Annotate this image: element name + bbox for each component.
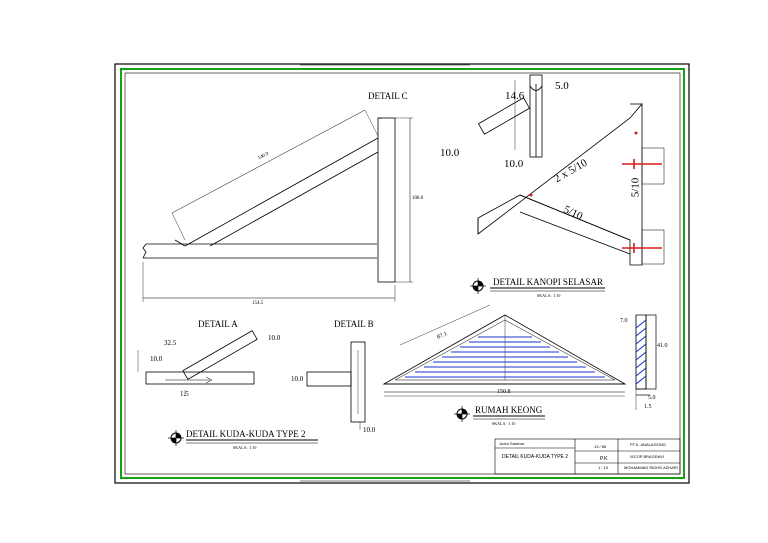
- ruler-ticks: [300, 64, 470, 482]
- dim-c-horizontal: 154.5: [252, 301, 264, 306]
- rumah-keong-drawing: [382, 314, 627, 393]
- dim-a-10-top: 10.0: [268, 334, 281, 342]
- kanopi-red-marks: [622, 159, 662, 253]
- dim-s-5-0: 5.0: [648, 395, 656, 401]
- tb-skala: 1 : 10: [598, 465, 609, 470]
- kuda-scale: SKALA : 1:10: [233, 445, 257, 450]
- kanopi-red-dots: [529, 131, 638, 197]
- tb-lembar: 13 / 85: [594, 444, 607, 449]
- tb-judul-gambar: DETAIL KUDA-KUDA TYPE 2: [502, 454, 569, 460]
- detail-a-title: DETAIL A: [198, 319, 238, 329]
- dim-rk-150-8: 150.8: [497, 389, 511, 395]
- dim-k-14-6: 14.6: [505, 90, 525, 102]
- marker-fills: [171, 281, 483, 443]
- green-frame: [120, 68, 685, 479]
- dim-s-1-5: 1.5: [644, 404, 652, 410]
- side-section-hatch: [635, 319, 647, 385]
- dim-a-1-5: 1.5: [180, 390, 189, 398]
- detail-b-drawing: [306, 341, 366, 430]
- outer-frame: [114, 63, 690, 484]
- dim-c-vertical: 108.0: [412, 196, 424, 201]
- title-block: [494, 438, 681, 475]
- dim-s-7-0: 7.0: [620, 318, 628, 324]
- rumah-keong-hatch: [405, 336, 605, 378]
- dim-k-10-left: 10.0: [440, 147, 460, 159]
- kanopi-scale: SKALA : 1:10: [537, 293, 561, 298]
- detail-c-drawing: [142, 109, 413, 302]
- detail-a-drawing: [137, 330, 258, 396]
- detail-b-title: DETAIL B: [334, 319, 374, 329]
- dim-k-5-0: 5.0: [555, 80, 569, 92]
- detail-kuda-title: DETAIL KUDA-KUDA TYPE 2: [186, 429, 306, 439]
- dim-b-10-left: 10.0: [291, 375, 304, 383]
- tb-pemilik: PT.K. ANALAGONG: [630, 442, 666, 447]
- detail-kanopi-drawing: [477, 74, 665, 266]
- detail-kanopi-title: DETAIL KANOPI SELASAR: [493, 277, 603, 287]
- dim-a-10-left: 10.0: [150, 355, 163, 363]
- dim-a-32-5: 32.5: [164, 339, 177, 347]
- tb-digambar: MOHAMMAD RIDHO AZHARI: [624, 465, 678, 470]
- tb-konsultan: ISCOP BRAGRAVI: [630, 454, 664, 459]
- dim-s-41-0: 41.0: [657, 343, 668, 349]
- rumah-keong-title: RUMAH KEONG: [475, 405, 543, 415]
- dim-k-510-vertical: 5/10: [629, 177, 642, 198]
- dim-b-10-bottom: 10.0: [363, 426, 376, 434]
- tb-kode: P.K: [600, 456, 608, 462]
- dim-k-10-mid: 10.0: [504, 158, 524, 170]
- detail-c-title: DETAIL C: [368, 91, 408, 101]
- keong-scale: SKALA : 1:10: [492, 421, 516, 426]
- rumah-keong-dims: [384, 304, 625, 397]
- tb-judul-label: Judul Gambar: [499, 441, 525, 446]
